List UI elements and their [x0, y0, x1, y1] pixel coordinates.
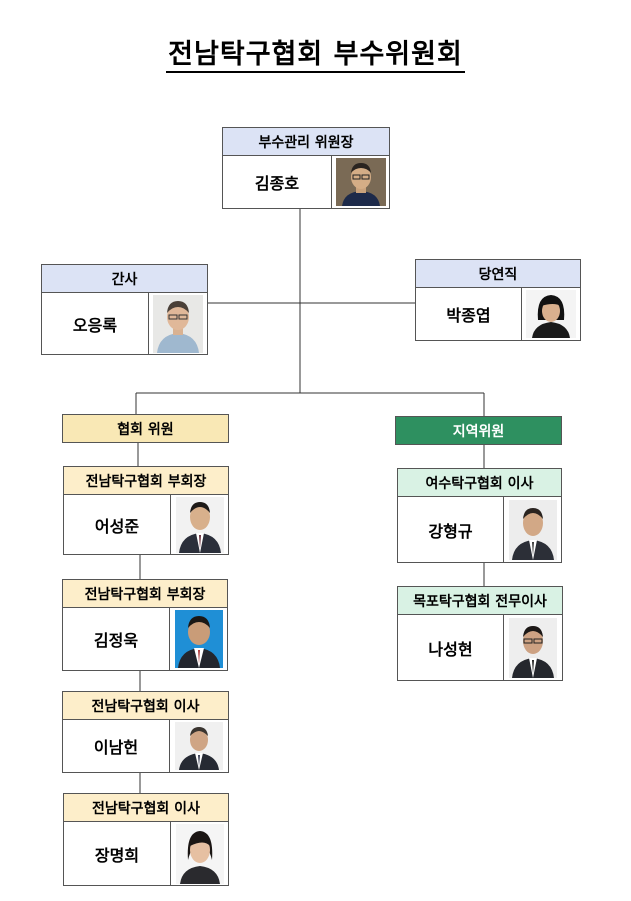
secretary-card: 간사 오응록: [41, 264, 208, 355]
page-title: 전남탁구협회 부수위원회: [0, 32, 631, 73]
person-photo-icon: [148, 293, 207, 354]
secretary-role: 간사: [42, 265, 207, 293]
regional-group-label: 지역위원: [395, 416, 562, 445]
chair-name: 김종호: [254, 174, 300, 193]
secretary-name: 오응록: [72, 315, 118, 335]
member-name: 나성현: [428, 639, 473, 659]
person-photo-icon: [169, 608, 227, 670]
chair-role: 부수관리 위원장: [223, 128, 389, 156]
member-name: 이남헌: [93, 738, 139, 757]
person-photo-icon: [503, 497, 561, 562]
association-member-card: 전남탁구협회 이사 장명희: [63, 793, 229, 886]
member-role: 여수탁구협회 이사: [398, 469, 561, 497]
person-photo-icon: [169, 720, 228, 772]
person-photo-icon: [170, 822, 228, 885]
exofficio-name: 박종엽: [446, 306, 491, 325]
member-role: 목포탁구협회 전무이사: [398, 587, 562, 615]
member-role: 전남탁구협회 이사: [64, 794, 228, 822]
exofficio-role: 당연직: [416, 260, 580, 288]
regional-member-card: 목포탁구협회 전무이사 나성현: [397, 586, 563, 681]
member-name: 장명희: [94, 845, 140, 865]
person-photo-icon: [331, 156, 389, 208]
member-name: 김정욱: [93, 631, 139, 650]
member-role: 전남탁구협회 부회장: [63, 580, 227, 608]
member-role: 전남탁구협회 이사: [63, 692, 228, 720]
member-role: 전남탁구협회 부회장: [64, 467, 228, 495]
regional-member-card: 여수탁구협회 이사 강형규: [397, 468, 562, 563]
member-name: 어성준: [94, 516, 140, 536]
person-photo-icon: [503, 615, 562, 680]
person-photo-icon: [521, 288, 580, 340]
association-group-label: 협회 위원: [62, 414, 229, 443]
association-member-card: 전남탁구협회 부회장 김정욱: [62, 579, 228, 671]
association-member-card: 전남탁구협회 이사 이남헌: [62, 691, 229, 773]
association-member-card: 전남탁구협회 부회장 어성준: [63, 466, 229, 555]
chair-card: 부수관리 위원장 김종호: [222, 127, 390, 209]
exofficio-card: 당연직 박종엽: [415, 259, 581, 341]
member-name: 강형규: [428, 521, 473, 541]
person-photo-icon: [170, 495, 228, 554]
